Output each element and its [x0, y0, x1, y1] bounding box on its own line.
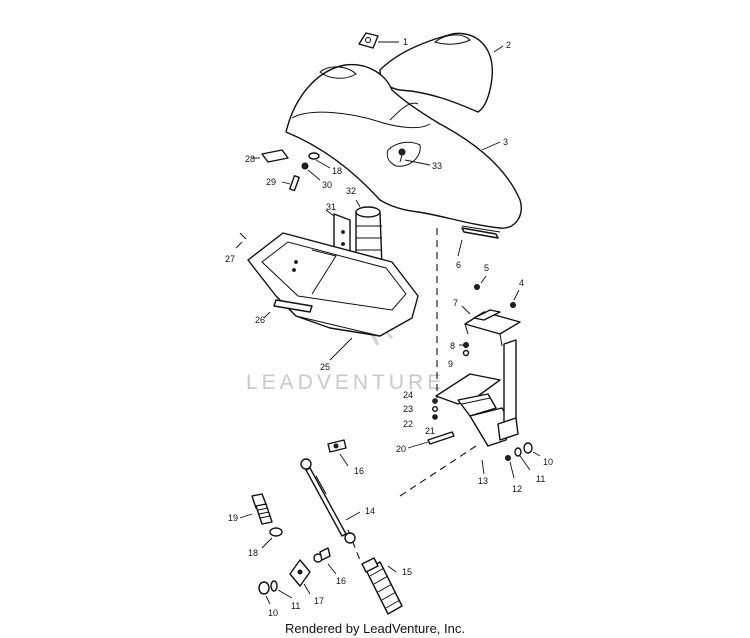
callout-4: 4: [519, 278, 524, 288]
part-25-storage-tray: [247, 232, 419, 361]
part-13-pedal-assembly: [435, 339, 519, 475]
callout-25: 25: [320, 362, 330, 372]
part-2-upper-shroud: [379, 32, 504, 113]
part-7-bracket: [461, 305, 521, 347]
part-15-spring-grip: [361, 557, 403, 615]
callout-27: 27: [225, 254, 235, 264]
part-18-washer: [308, 152, 331, 169]
callout-labels: 1 2 3 28 18 30 29 33 32 31 27 6 5 4 7 26…: [225, 37, 553, 618]
callout-2: 2: [506, 40, 511, 50]
callout-28: 28: [245, 154, 255, 164]
callout-26: 26: [255, 315, 265, 325]
callout-12: 12: [512, 484, 522, 494]
callout-17: 17: [314, 596, 324, 606]
callout-18: 18: [332, 166, 342, 176]
callout-13: 13: [478, 476, 488, 486]
callout-19: 19: [228, 513, 238, 523]
part-28-pad: [252, 149, 289, 163]
part-10-nut: [523, 442, 541, 457]
callout-32: 32: [346, 186, 356, 196]
part-1-clip: [358, 32, 399, 49]
callout-20: 20: [396, 444, 406, 454]
callout-11-right: 11: [536, 474, 545, 484]
callout-8: 8: [450, 341, 455, 351]
callout-18-lower: 18: [248, 548, 258, 558]
callout-7: 7: [453, 298, 458, 308]
part-27-rivet: [235, 232, 247, 249]
render-credit: Rendered by LeadVenture, Inc.: [285, 621, 465, 636]
callout-1: 1: [403, 37, 408, 47]
callout-11-lower: 11: [291, 601, 300, 611]
callout-15: 15: [402, 567, 412, 577]
part-29-bolt: [281, 175, 300, 192]
part-11-washer: [514, 447, 531, 471]
part-20-pin: [407, 431, 455, 449]
part-30-grommet: [301, 162, 321, 181]
callout-21: 21: [425, 426, 435, 436]
part-16-ball-joint-top: [327, 439, 349, 467]
part-5-screw: [474, 275, 487, 290]
part-9-washer: [462, 349, 470, 357]
part-33-screw: [398, 148, 431, 166]
part-14-link-rod: [300, 458, 361, 544]
callout-6: 6: [456, 260, 461, 270]
callout-29: 29: [266, 177, 276, 187]
callout-10-right: 10: [543, 457, 553, 467]
part-17-plate: [289, 559, 311, 595]
part-18-washer-lower: [261, 527, 283, 549]
part-23-washer: [432, 406, 439, 413]
part-6-rod: [457, 225, 501, 257]
callout-24: 24: [403, 390, 413, 400]
callout-16-lower: 16: [336, 576, 346, 586]
callout-16-top: 16: [354, 466, 364, 476]
part-16-ball-joint-lower: [313, 547, 337, 575]
part-12-nut: [505, 455, 515, 479]
callout-31: 31: [326, 202, 336, 212]
part-8-nut: [459, 342, 469, 348]
part-4-screw: [510, 289, 520, 308]
callout-10-lower: 10: [268, 608, 278, 618]
part-26-strip: [263, 299, 313, 319]
part-24-nut: [432, 398, 438, 404]
callout-30: 30: [322, 180, 332, 190]
watermark-text: LEADVENTURE: [246, 371, 445, 394]
callout-23: 23: [403, 404, 413, 414]
callout-3: 3: [503, 137, 508, 147]
callout-14: 14: [365, 506, 375, 516]
callout-9: 9: [448, 359, 453, 369]
part-10-nut-lower: [258, 581, 271, 605]
part-19-bolt: [239, 493, 273, 525]
part-3-hood: [285, 63, 522, 229]
callout-5: 5: [484, 263, 489, 273]
callout-22: 22: [403, 419, 413, 429]
callout-33: 33: [432, 161, 442, 171]
part-11-washer-lower: [270, 580, 293, 599]
part-22-spacer: [432, 414, 438, 420]
